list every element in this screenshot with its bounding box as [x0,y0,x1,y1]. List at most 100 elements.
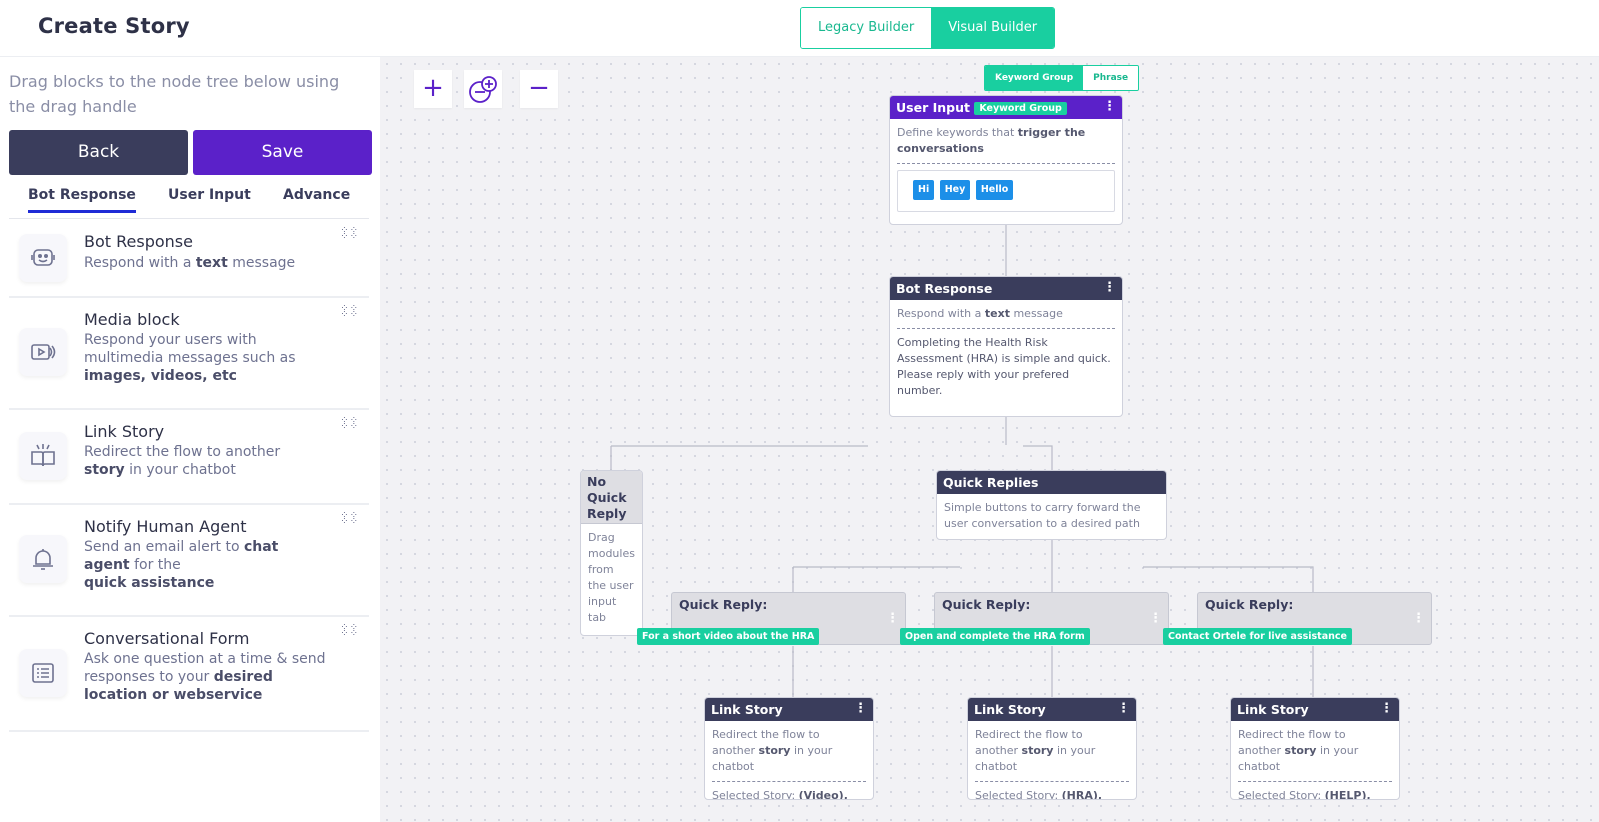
keyword-chip[interactable]: Hey [939,180,971,200]
block-bot-response[interactable]: Bot Response Respond with a text message… [9,220,369,298]
quick-reply-node[interactable]: Quick Reply: Open and complete the HRA f… [900,592,1169,645]
page-title: Create Story [38,14,190,38]
node-body: Redirect the flow to another story in yo… [705,721,873,799]
quick-reply-value: For a short video about the HRA [637,628,820,645]
selected-story: Selected Story: (HRA), [975,789,1103,800]
book-icon [19,432,67,480]
quick-reply-label: Quick Reply: [679,597,768,612]
node-header: Bot Response ⋮ [890,277,1122,300]
node-header: Quick Replies [937,471,1166,494]
keyword-group-option[interactable]: Keyword Group [985,66,1084,90]
block-description: Ask one question at a time & send respon… [84,651,326,703]
more-menu-icon[interactable]: ⋮ [1103,99,1116,114]
zoom-reset-button[interactable] [464,70,502,108]
keyword-chip[interactable]: Hello [975,180,1014,200]
block-conversational-form[interactable]: Conversational Form Ask one question at … [9,617,369,732]
block-notify-human-agent[interactable]: Notify Human Agent Send an email alert t… [9,505,369,617]
keyword-list: Hi Hey Hello [897,170,1115,212]
zoom-out-button[interactable]: − [520,70,558,108]
node-description: Simple buttons to carry forward the user… [944,501,1141,530]
input-mode-toggle: Keyword Group Phrase [984,65,1140,91]
back-button[interactable]: Back [9,130,188,175]
form-icon [19,649,67,697]
block-title: Link Story [84,422,165,441]
link-story-node[interactable]: Link Story ⋮ Redirect the flow to anothe… [704,697,874,800]
link-story-node[interactable]: Link Story ⋮ Redirect the flow to anothe… [967,697,1137,800]
no-quick-reply-node[interactable]: No Quick Reply Drag modules from the use… [580,470,643,636]
drag-handle-icon[interactable]: ⁘⁘⁘⁘ [340,510,359,527]
block-description: Send an email alert to chat agent for th… [84,539,279,591]
quick-reply-node[interactable]: Quick Reply: Contact Ortele for live ass… [1163,592,1432,645]
node-title: Link Story [1237,702,1309,717]
user-input-node[interactable]: User Input Keyword Group ⋮ Define keywor… [889,95,1123,225]
node-title: Bot Response [896,281,993,296]
node-title: Link Story [974,702,1046,717]
node-title: User Input [896,100,970,115]
node-body: Redirect the flow to another story in yo… [968,721,1136,800]
zoom-fit-icon [469,76,497,103]
block-description: Respond with a text message [84,255,296,271]
node-header: User Input Keyword Group ⋮ [890,96,1122,119]
node-description: Drag modules from the user input tab [588,531,635,624]
bell-icon [19,535,67,583]
node-title: No Quick Reply [581,471,642,524]
selected-story: Selected Story: (HELP), [1238,789,1371,800]
node-title: Link Story [711,702,783,717]
quick-reply-value: Open and complete the HRA form [900,628,1090,645]
legacy-builder-button[interactable]: Legacy Builder [801,8,932,48]
node-body: Define keywords that trigger the convers… [890,119,1122,218]
node-body: Redirect the flow to another story in yo… [1231,721,1399,800]
node-description: Define keywords that trigger the convers… [897,126,1086,155]
more-menu-icon[interactable]: ⋮ [1149,611,1162,626]
media-icon [19,328,67,376]
link-story-node[interactable]: Link Story ⋮ Redirect the flow to anothe… [1230,697,1400,800]
block-title: Conversational Form [84,629,250,648]
node-header: Link Story ⋮ [1231,698,1399,721]
sidebar-hint: Drag blocks to the node tree below using… [9,72,340,116]
block-title: Notify Human Agent [84,517,247,536]
bot-face-icon [19,234,67,282]
drag-handle-icon[interactable]: ⁘⁘⁘⁘ [340,303,359,320]
save-button[interactable]: Save [193,130,372,175]
quick-replies-node[interactable]: Quick Replies Simple buttons to carry fo… [936,470,1167,540]
node-header: Link Story ⋮ [968,698,1136,721]
quick-reply-label: Quick Reply: [942,597,1031,612]
connector-lines [610,225,1314,697]
tab-user-input[interactable]: User Input [168,187,251,203]
sidebar: Drag blocks to the node tree below using… [0,57,380,822]
more-menu-icon[interactable]: ⋮ [886,611,899,626]
node-header: Link Story ⋮ [705,698,873,721]
tab-advance[interactable]: Advance [283,187,351,203]
builder-toggle: Legacy Builder Visual Builder [800,7,1056,49]
node-description: Respond with a text message [897,307,1063,320]
block-link-story[interactable]: Link Story Redirect the flow to another … [9,410,369,505]
more-menu-icon[interactable]: ⋮ [1412,611,1425,626]
zoom-in-button[interactable]: + [414,70,452,108]
more-menu-icon[interactable]: ⋮ [854,701,867,716]
drag-handle-icon[interactable]: ⁘⁘⁘⁘ [340,622,359,639]
drag-handle-icon[interactable]: ⁘⁘⁘⁘ [340,225,359,242]
block-description: Respond your users with multimedia messa… [84,332,296,384]
node-canvas[interactable]: + − Keyword Group Phrase User Input Keyw… [380,57,1599,822]
node-description: Redirect the flow to another story in yo… [712,728,833,773]
quick-reply-value: Contact Ortele for live assistance [1163,628,1352,645]
tab-bot-response[interactable]: Bot Response [28,187,136,213]
node-description: Redirect the flow to another story in yo… [975,728,1096,773]
more-menu-icon[interactable]: ⋮ [1380,701,1393,716]
bot-response-node[interactable]: Bot Response ⋮ Respond with a text messa… [889,276,1123,417]
block-tabs: Bot Response User Input Advance [9,185,369,219]
node-body: Respond with a text message Completing t… [890,300,1122,405]
quick-reply-label: Quick Reply: [1205,597,1294,612]
drag-handle-icon[interactable]: ⁘⁘⁘⁘ [340,415,359,432]
visual-builder-button[interactable]: Visual Builder [931,8,1055,48]
keyword-group-badge: Keyword Group [974,102,1067,115]
block-media[interactable]: Media block Respond your users with mult… [9,298,369,410]
phrase-option[interactable]: Phrase [1083,66,1139,90]
block-description: Redirect the flow to another story in yo… [84,444,281,478]
more-menu-icon[interactable]: ⋮ [1103,280,1116,295]
quick-reply-node[interactable]: Quick Reply: For a short video about the… [637,592,906,645]
keyword-chip[interactable]: Hi [913,180,935,200]
bot-message: Completing the Health Risk Assessment (H… [897,336,1111,397]
more-menu-icon[interactable]: ⋮ [1117,701,1130,716]
header: Create Story Legacy Builder Visual Build… [0,0,1599,57]
